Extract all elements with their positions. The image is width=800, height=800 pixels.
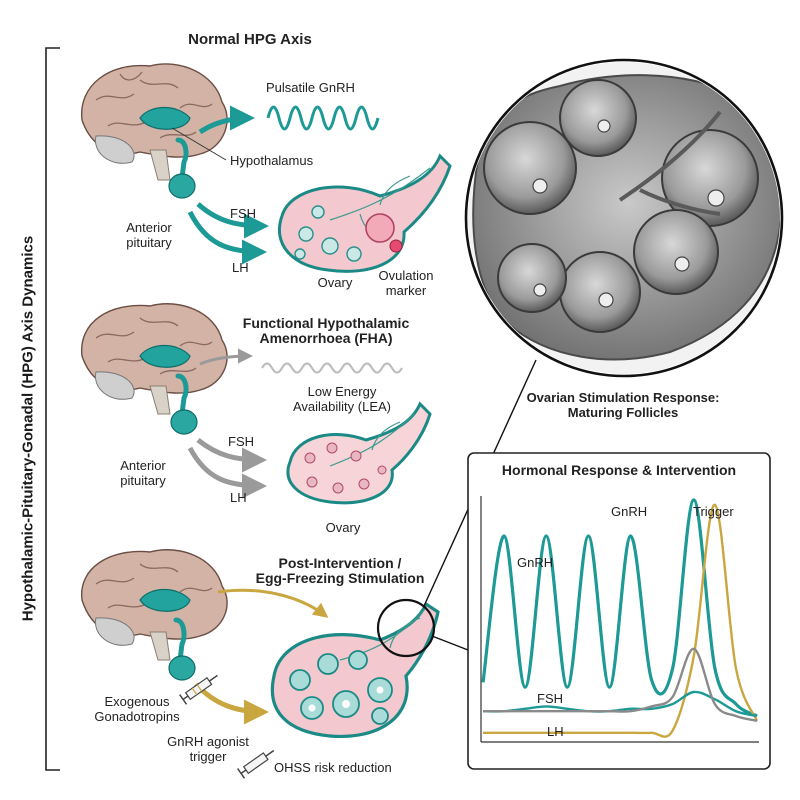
hormonal-response-chart: Hormonal Response & Intervention GnRH Gn… xyxy=(467,452,771,770)
ovary-label-fha: Ovary xyxy=(325,520,361,535)
brain-post xyxy=(81,549,228,681)
low-gnrh-wave xyxy=(261,362,403,374)
caption-line1: Ovarian Stimulation Response: xyxy=(526,390,720,405)
chart-title: Hormonal Response & Intervention xyxy=(501,462,737,478)
lea-line1: Low Energy xyxy=(307,384,377,399)
post-title-line1: Post-Intervention / xyxy=(278,555,402,571)
caption-line2: Maturing Follicles xyxy=(567,405,679,420)
lh-arrow-fha xyxy=(187,446,267,499)
fha-title-line2: Amenorrhoea (FHA) xyxy=(259,330,393,346)
panel-normal-title: Normal HPG Axis xyxy=(188,31,312,48)
series-line-gnrh xyxy=(481,498,758,718)
brain-normal xyxy=(81,63,228,199)
chart-annotation-gnrh-peak: GnRH xyxy=(611,504,648,519)
pituitary-label-normal: Anterior pituitary xyxy=(104,220,194,250)
pituitary-label-line2: pituitary xyxy=(126,235,172,250)
post-title-line2: Egg-Freezing Stimulation xyxy=(255,570,425,586)
pituitary-fha-line2: pituitary xyxy=(120,473,166,488)
series-line-trigger xyxy=(483,503,759,738)
figure-title: Hypothalamic-Pituitary-Gonadal (HPG) Axi… xyxy=(19,235,37,622)
ovulation-line2: marker xyxy=(385,283,427,298)
exogenous-line1: Exogenous xyxy=(104,694,170,709)
fsh-label-normal: FSH xyxy=(230,206,256,221)
panel-post-title: Post-Intervention / Egg-Freezing Stimula… xyxy=(240,556,440,586)
lh-label-normal: LH xyxy=(232,260,249,275)
pulsatile-gnrh-label: Pulsatile GnRH xyxy=(266,80,355,95)
ovary-fha xyxy=(286,401,432,505)
fsh-label-fha: FSH xyxy=(228,434,254,449)
ovary-post xyxy=(270,601,440,739)
chart-canvas xyxy=(467,452,771,770)
ovulation-marker-label: Ovulation marker xyxy=(366,268,446,298)
trigger-syringe-icon xyxy=(237,749,275,779)
chart-annotation-gnrh-pulses: GnRH xyxy=(517,555,554,570)
lea-label: Low Energy Availability (LEA) xyxy=(272,384,412,414)
lh-arrow-normal xyxy=(187,210,267,265)
series-line-lh xyxy=(483,647,758,722)
ovary-normal xyxy=(277,153,452,273)
brain-fha xyxy=(81,303,228,435)
chart-annotation-lh: LH xyxy=(547,724,564,739)
chart-annotation-fsh: FSH xyxy=(537,691,563,706)
fha-title-line1: Functional Hypothalamic xyxy=(242,315,410,331)
gnrh-agonist-trigger-label: GnRH agonist trigger xyxy=(158,734,258,764)
left-bracket xyxy=(45,47,60,771)
signal-arrow-post xyxy=(217,588,329,618)
lh-label-fha: LH xyxy=(230,490,247,505)
trigger-line2: trigger xyxy=(189,749,227,764)
exogenous-gonadotropins-label: Exogenous Gonadotropins xyxy=(82,694,192,724)
syringe-icon xyxy=(179,674,218,705)
pituitary-fha-line1: Anterior xyxy=(120,458,166,473)
panel-fha-title: Functional Hypothalamic Amenorrhoea (FHA… xyxy=(226,316,426,346)
pulsatile-gnrh-wave xyxy=(266,105,380,131)
sem-micrograph xyxy=(464,58,784,378)
chart-annotation-trigger: Trigger xyxy=(693,504,734,519)
micrograph-caption: Ovarian Stimulation Response: Maturing F… xyxy=(488,390,758,420)
hypothalamus-label: Hypothalamus xyxy=(230,153,314,168)
ovulation-line1: Ovulation xyxy=(378,268,434,283)
hypothalamus-pointer xyxy=(171,127,227,161)
fsh-arrow-fha xyxy=(196,438,267,473)
exogenous-line2: Gonadotropins xyxy=(94,709,180,724)
fsh-arrow-normal xyxy=(196,202,269,239)
trigger-line1: GnRH agonist xyxy=(167,734,249,749)
gnrh-arrow-normal xyxy=(198,105,255,135)
ohss-label: OHSS risk reduction xyxy=(274,760,392,775)
ovary-label-normal: Ovary xyxy=(317,275,353,290)
gnrh-arrow-fha xyxy=(199,348,253,366)
pituitary-label-line1: Anterior xyxy=(126,220,172,235)
lea-line2: Availability (LEA) xyxy=(292,399,392,414)
pituitary-label-fha: Anterior pituitary xyxy=(98,458,188,488)
